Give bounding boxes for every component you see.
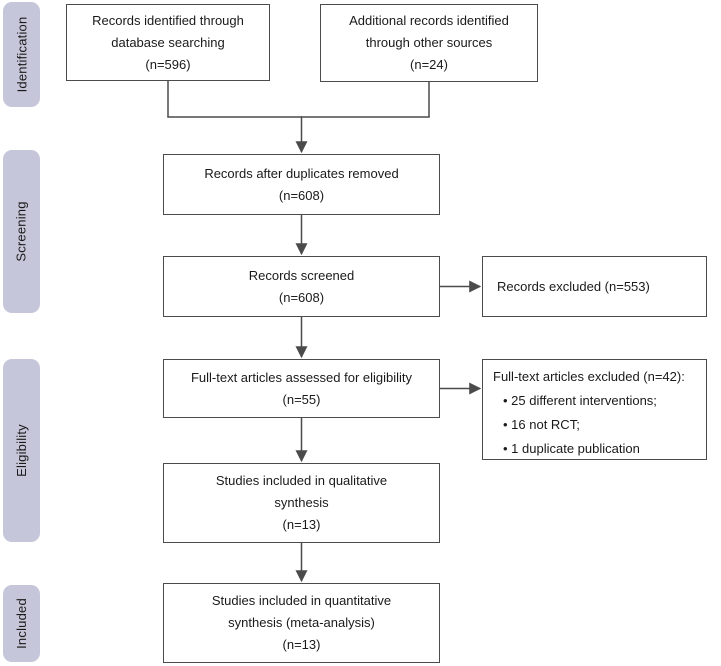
stage-label-included: Included bbox=[3, 585, 40, 662]
excluded-bullet-item: • 16 not RCT; bbox=[503, 417, 580, 432]
box-studies-qualitative-synthesis: Studies included in qualitative synthesi… bbox=[163, 463, 440, 543]
box-records-identified-other-sources: Additional records identified through ot… bbox=[320, 4, 538, 82]
stage-label-identification: Identification bbox=[3, 2, 40, 107]
stage-label-screening: Screening bbox=[3, 150, 40, 313]
box-text: Records after duplicates removed (n=608) bbox=[204, 165, 399, 203]
box-records-identified-database: Records identified through database sear… bbox=[66, 4, 270, 81]
box-text: Studies included in quantitative synthes… bbox=[211, 593, 392, 652]
box-text: Studies included in qualitative synthesi… bbox=[215, 473, 388, 532]
box-studies-quantitative-synthesis: Studies included in quantitative synthes… bbox=[163, 583, 440, 663]
box-text: Records screened (n=608) bbox=[248, 267, 355, 305]
excluded-bullet-item: • 1 duplicate publication bbox=[503, 441, 640, 456]
box-fulltext-articles-assessed: Full-text articles assessed for eligibil… bbox=[163, 359, 440, 418]
box-text: Additional records identified through ot… bbox=[349, 13, 509, 72]
box-fulltext-articles-excluded: Full-text articles excluded (n=42): • 25… bbox=[482, 359, 707, 460]
stage-label-text: Screening bbox=[14, 201, 29, 262]
box-records-after-duplicates-removed: Records after duplicates removed (n=608) bbox=[163, 154, 440, 215]
stage-label-text: Included bbox=[14, 598, 29, 649]
box-records-excluded: Records excluded (n=553) bbox=[482, 256, 707, 317]
excluded-bullet-item: • 25 different interventions; bbox=[503, 393, 657, 408]
box-text: Records excluded (n=553) bbox=[497, 278, 650, 294]
stage-label-text: Identification bbox=[14, 16, 30, 93]
stage-label-eligibility: Eligibility bbox=[3, 359, 40, 542]
stage-label-text: Eligibility bbox=[14, 424, 29, 477]
box-text: Records identified through database sear… bbox=[92, 12, 244, 72]
excluded-title: Full-text articles excluded (n=42): bbox=[493, 369, 685, 384]
box-text: Full-text articles assessed for eligibil… bbox=[190, 369, 413, 407]
box-records-screened: Records screened (n=608) bbox=[163, 256, 440, 317]
